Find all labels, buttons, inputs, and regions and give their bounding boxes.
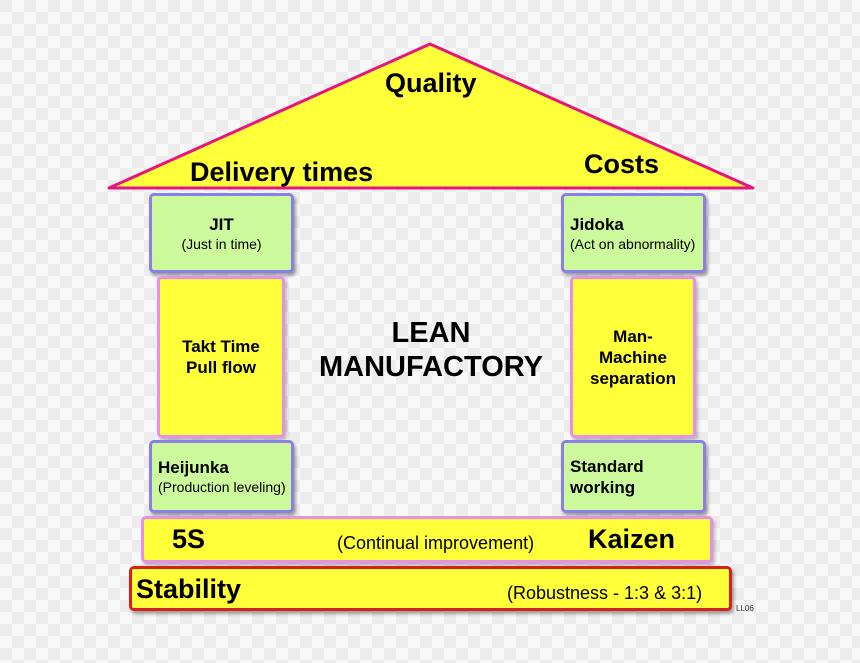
standard-working-line1: Standard <box>570 456 644 476</box>
heijunka-title: Heijunka <box>158 458 229 477</box>
five-s-label: 5S <box>172 524 206 554</box>
man-machine-box: Man- Machine separation <box>570 276 696 438</box>
jidoka-title: Jidoka <box>570 214 624 234</box>
jit-title: JIT <box>209 214 234 234</box>
heijunka-box: Heijunka (Production leveling) <box>149 440 294 513</box>
kaizen-label: Kaizen <box>588 524 676 554</box>
man-machine-line1: Man- <box>613 326 653 346</box>
man-machine-line3: separation <box>590 368 676 388</box>
takt-time-line2: Pull flow <box>186 358 256 377</box>
lean-manufactory-title: LEAN MANUFACTORY <box>300 316 562 384</box>
jit-subtitle: (Just in time) <box>181 235 262 252</box>
lean-title-line2: MANUFACTORY <box>319 351 543 383</box>
takt-time-line1: Takt Time <box>182 337 260 356</box>
stability-label: Stability <box>136 574 242 604</box>
robustness-label: (Robustness - 1:3 & 3:1) <box>507 583 703 603</box>
jidoka-subtitle: (Act on abnormality) <box>570 235 696 252</box>
roof-quality-label: Quality <box>385 68 477 98</box>
footnote-code: LL06 <box>736 604 754 613</box>
roof-costs-label: Costs <box>584 149 660 179</box>
jit-box: JIT (Just in time) <box>149 193 294 273</box>
jidoka-box: Jidoka (Act on abnormality) <box>561 193 706 273</box>
roof-triangle <box>107 42 755 190</box>
continual-improvement-label: (Continual improvement) <box>337 533 535 553</box>
heijunka-subtitle: (Production leveling) <box>158 479 286 495</box>
standard-working-line2: working <box>570 477 636 497</box>
kaizen-bar <box>141 516 713 563</box>
man-machine-line2: Machine <box>598 347 668 367</box>
stability-bar <box>129 566 732 611</box>
roof-delivery-label: Delivery times <box>190 157 374 187</box>
takt-time-box: Takt Time Pull flow <box>157 276 285 438</box>
standard-working-box: Standard working <box>561 440 706 513</box>
lean-title-line1: LEAN <box>391 317 471 349</box>
